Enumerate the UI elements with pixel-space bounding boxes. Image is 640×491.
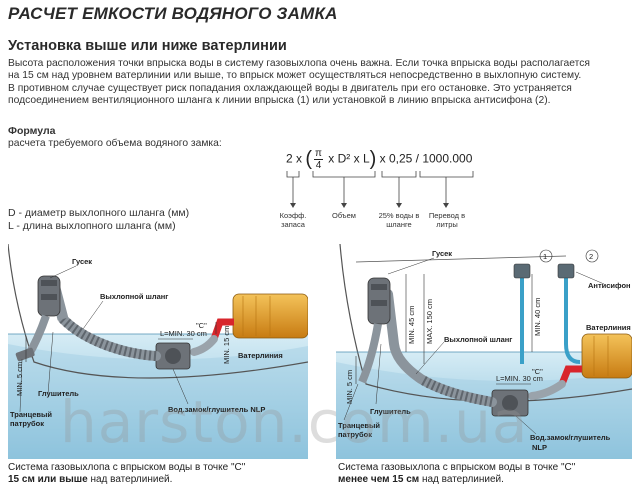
caption-left: Система газовыхлопа с впрыском воды в то… [8, 462, 245, 486]
formula-close-paren: ) [369, 148, 377, 170]
water-lock-box [491, 389, 529, 417]
marker-1 [539, 249, 553, 263]
page-title: РАСЧЕТ ЕМКОСТИ ВОДЯНОГО ЗАМКА [8, 4, 338, 23]
caption-right-line2: менее чем 15 см над ватерлинией. [338, 474, 575, 486]
deck-line [355, 255, 567, 263]
label-min40: MIN. 40 cm [533, 298, 542, 336]
definition-length: L - длина выхлопного шланга (мм) [8, 220, 176, 232]
label-num-2: 2 [589, 252, 593, 261]
label-point-c: "C" [532, 367, 543, 376]
label-transom-1: Транцевый [10, 410, 52, 419]
label-min15: MIN. 15 cm [222, 326, 231, 364]
label-liters: Перевод в литры [428, 211, 466, 229]
caption-right: Система газовыхлопа с впрыском воды в то… [338, 462, 575, 486]
caption-right-bold: менее чем 15 см [338, 474, 420, 485]
label-exhaust-hose: Выхлопной шланг [100, 292, 168, 301]
label-max150: MAX. 150 cm [425, 299, 434, 344]
label-volume: Объем [332, 211, 356, 220]
transom-pipe [358, 323, 382, 384]
formula-prefix: 2 x [286, 151, 303, 166]
label-safety-factor: Коэфф. запаса [279, 211, 307, 229]
formula-mid: x D² x L [328, 151, 370, 166]
label-nlp: NLP [532, 443, 547, 452]
label-transom-1: Транцевый [338, 421, 380, 430]
label-min5: MIN. 5 cm [15, 362, 24, 396]
vent-tubes [513, 263, 581, 364]
formula-subheading: расчета требуемого объема водяного замка… [8, 138, 222, 149]
formula-heading: Формула [8, 125, 56, 137]
label-waterline: Ватерлиния [586, 323, 631, 332]
caption-left-line1: Система газовыхлопа с впрыском воды в то… [8, 462, 246, 473]
formula-pi: π [314, 148, 323, 160]
label-waterline: Ватерлиния [238, 351, 283, 360]
label-point-c: "C" [196, 321, 207, 330]
label-gusek: Гусек [432, 249, 452, 258]
label-water-lock: Вод.замок/глушитель [530, 433, 611, 442]
label-muffler: Глушитель [370, 407, 411, 416]
caption-right-line1: Система газовыхлопа с впрыском воды в то… [338, 462, 576, 473]
label-water-share: 25% воды в шланге [378, 211, 420, 229]
label-num-1: 1 [543, 252, 547, 261]
gooseneck [37, 275, 69, 321]
engine [581, 333, 632, 379]
paragraph-line: В противном случае существует риск попад… [8, 82, 572, 94]
intro-paragraph: Высота расположения точки впрыска воды в… [8, 58, 632, 108]
formula-four: 4 [315, 160, 322, 171]
marker-2 [585, 249, 599, 263]
hull-outline [8, 244, 308, 379]
caption-left-line2: 15 см или выше над ватерлинией. [8, 474, 245, 486]
hose-corrugation [418, 374, 493, 407]
caption-right-rest: над ватерлинией. [421, 474, 504, 485]
label-muffler: Глушитель [38, 389, 79, 398]
label-transom-2: патрубок [338, 430, 372, 439]
diagram-right: Гусек 1 2 Антисифон MIN. 45 cm MAX. 150 … [336, 244, 632, 459]
watermark: harston.com.ua [60, 388, 529, 456]
label-min5: MIN. 5 cm [345, 370, 354, 404]
label-exhaust-hose: Выхлопной шланг [444, 335, 512, 344]
water-lock-box [155, 342, 191, 370]
label-antisiphon: Антисифон [588, 281, 631, 290]
gooseneck [367, 277, 391, 325]
hose-corrugation [59, 315, 157, 361]
formula-open-paren: ( [305, 148, 313, 170]
paragraph-line: подсоединением вентиляционного шланга к … [8, 95, 551, 107]
diagram-left: Гусек Выхлопной шланг L=MIN. 30 cm "C" M… [8, 244, 308, 459]
section-subtitle: Установка выше или ниже ватерлинии [8, 38, 287, 54]
engine-hose [190, 335, 218, 356]
caption-left-bold: 15 см или выше [8, 474, 88, 485]
label-transom-2: патрубок [10, 419, 44, 428]
label-gusek: Гусек [72, 257, 92, 266]
paragraph-line: Высота расположения точки впрыска воды в… [8, 58, 590, 69]
label-min30: L=MIN. 30 cm [496, 374, 543, 383]
hot-exhaust [558, 365, 582, 386]
label-water-lock: Вод.замок/глушитель NLP [168, 405, 265, 414]
formula-suffix: x 0,25 / 1000.000 [379, 151, 473, 166]
definition-diameter: D - диаметр выхлопного шланга (мм) [8, 207, 190, 219]
label-min45: MIN. 45 cm [407, 306, 416, 344]
transom-fitting [15, 347, 35, 362]
engine [232, 293, 308, 339]
engine-hose [528, 380, 566, 400]
paragraph-line: на 15 см над уровнем ватерлинии или выше… [8, 70, 582, 82]
caption-left-rest: над ватерлинией. [90, 474, 173, 485]
hull-outline [339, 244, 632, 402]
label-min30: L=MIN. 30 cm [160, 329, 207, 338]
